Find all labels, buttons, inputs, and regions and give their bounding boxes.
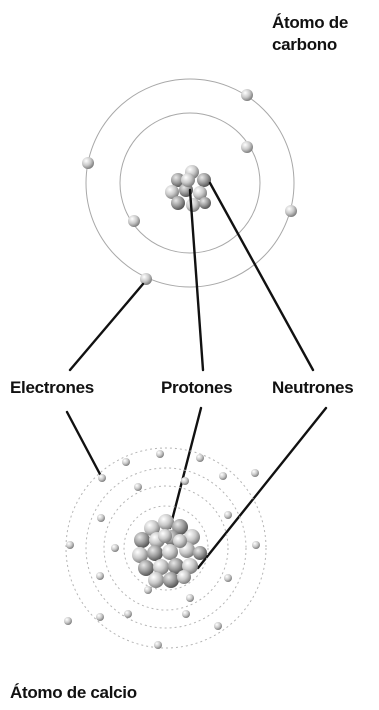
neutrons-leader-top (210, 183, 313, 370)
calcium-electron (224, 511, 232, 519)
carbon-title-line1: Átomo de (272, 12, 372, 34)
carbon-electron (285, 205, 297, 217)
calcium-electron (219, 472, 227, 480)
neutrons-label: Neutrones (272, 378, 353, 398)
electrons-leader-bottom (67, 412, 102, 478)
electrons-leader-top (70, 284, 143, 370)
calcium-electron (196, 454, 204, 462)
carbon-electron (241, 89, 253, 101)
calcium-electron (66, 541, 74, 549)
carbon-atom (82, 79, 297, 287)
calcium-electron (214, 622, 222, 630)
calcium-electron (181, 477, 189, 485)
calcium-electron (224, 574, 232, 582)
calcium-electron (252, 541, 260, 549)
calcium-electron (98, 474, 106, 482)
calcium-electron (154, 641, 162, 649)
calcium-electron (186, 594, 194, 602)
protons-leader-top (190, 190, 203, 370)
calcium-electron (122, 458, 130, 466)
carbon-title-line2: carbono (272, 34, 372, 56)
electrons-label: Electrones (10, 378, 94, 398)
calcium-atom (64, 448, 266, 649)
carbon-electron (128, 215, 140, 227)
carbon-electron (140, 273, 152, 285)
calcium-electron (96, 613, 104, 621)
carbon-electron (82, 157, 94, 169)
calcium-nucleus (132, 514, 207, 588)
calcium-electron (96, 572, 104, 580)
calcium-electron (64, 617, 72, 625)
calcium-electron (124, 610, 132, 618)
calcium-electron (97, 514, 105, 522)
calcium-electron (182, 610, 190, 618)
leader-lines (67, 183, 326, 568)
calcium-electron (111, 544, 119, 552)
carbon-electron (241, 141, 253, 153)
calcium-title: Átomo de calcio (10, 683, 137, 703)
carbon-nucleus (165, 165, 211, 212)
carbon-title: Átomo de carbono (272, 12, 372, 56)
calcium-electron (251, 469, 259, 477)
protons-label: Protones (161, 378, 232, 398)
calcium-electron (134, 483, 142, 491)
calcium-electron (144, 586, 152, 594)
calcium-electron (156, 450, 164, 458)
neutrons-leader-bottom (198, 408, 326, 568)
